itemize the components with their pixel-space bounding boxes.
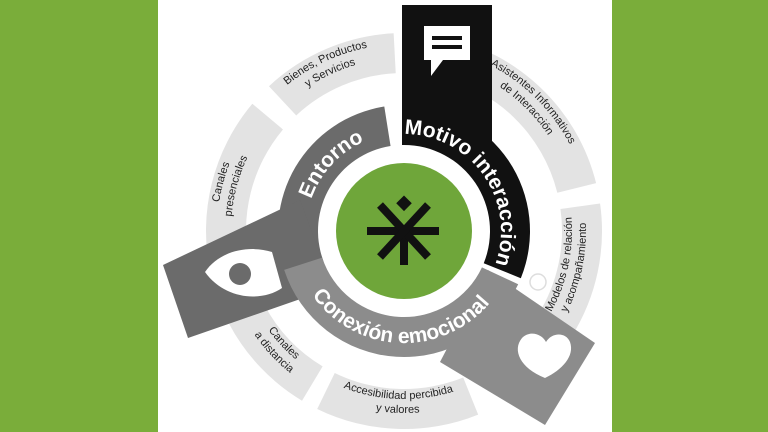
motivo-arc [404, 105, 531, 279]
accesibilidad-line2: y valores [375, 402, 420, 416]
conexion-pointer [440, 270, 595, 425]
segment-accesibilidad [317, 373, 479, 429]
conexion-band [284, 257, 595, 425]
location-pin-icon [205, 249, 282, 297]
segment-canales-distancia [229, 305, 323, 401]
small-circle-marker [529, 273, 547, 291]
heart-icon [517, 333, 572, 378]
segment-modelos [537, 203, 602, 336]
chat-bubble-icon [424, 26, 470, 76]
segment-canales-presenciales [206, 103, 283, 273]
segment-bienes [268, 33, 396, 116]
asterisk-person-logo-icon [367, 195, 439, 265]
entorno-band [163, 106, 391, 338]
motivo-band [402, 5, 531, 279]
